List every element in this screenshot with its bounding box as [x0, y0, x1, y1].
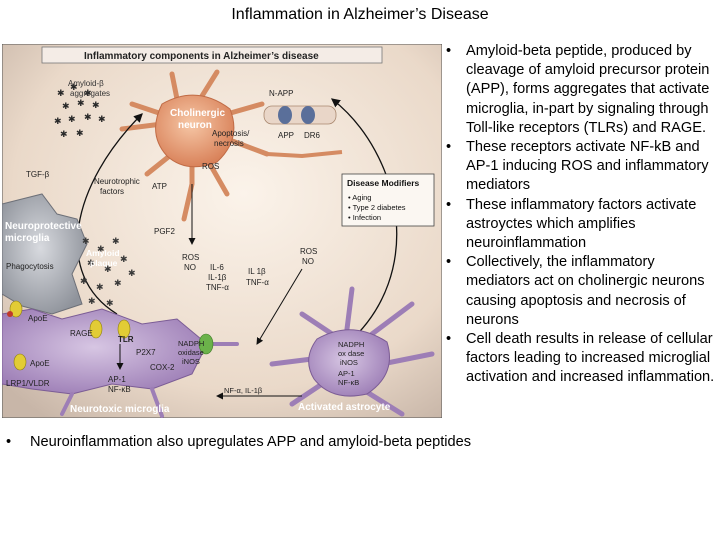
tgf-label: TGF-β: [26, 170, 50, 179]
neuroprotective-label-1: Neuroprotective: [5, 221, 82, 232]
bottom-bullet: Neuroinflammation also upregulates APP a…: [6, 433, 720, 452]
inflammation-diagram: Inflammatory components in Alzheimer’s d…: [2, 44, 442, 418]
svg-text:✱: ✱: [87, 258, 95, 268]
svg-text:✱: ✱: [97, 244, 105, 254]
ap1-left-2: NF-κB: [108, 385, 131, 394]
svg-text:✱: ✱: [57, 88, 65, 98]
activated-astrocyte-label: Activated astrocyte: [298, 402, 391, 413]
ros-no-left-1: ROS: [182, 253, 199, 262]
app-dr6-receptors: [263, 105, 337, 125]
ros-arrow: [256, 268, 303, 345]
inos-right: iNOS: [340, 358, 358, 367]
dr6-label: DR6: [304, 131, 321, 140]
figure-header-bar: [41, 46, 383, 64]
amyloid-aggregates: ✱✱✱ ✱✱✱ ✱✱✱ ✱✱✱: [54, 82, 106, 139]
svg-text:✱: ✱: [120, 254, 128, 264]
atp-label: ATP: [152, 182, 167, 191]
apoptosis-label-2: necrosis: [214, 139, 244, 148]
svg-text:✱: ✱: [114, 278, 122, 288]
apoe1-label: ApoE: [28, 314, 48, 323]
tlr-label: TLR: [118, 335, 134, 344]
bullet-item: These receptors activate NF-kB and AP-1 …: [446, 138, 718, 196]
cox2-label: COX-2: [150, 363, 175, 372]
svg-text:✱: ✱: [70, 82, 78, 92]
amyloid-plaque-label-1: Amyloid: [86, 248, 120, 258]
nadph-left-2: oxidase: [178, 348, 204, 357]
svg-text:✱: ✱: [77, 98, 85, 108]
svg-text:✱: ✱: [80, 276, 88, 286]
amyloid-aggregates-label-1: Amyloid-β: [68, 79, 104, 88]
tnf-mid: TNF-α: [246, 278, 269, 287]
svg-text:✱: ✱: [92, 100, 100, 110]
svg-text:✱: ✱: [82, 236, 90, 246]
amyloid-aggregates-label-2: aggregates: [70, 89, 110, 98]
svg-text:✱: ✱: [98, 114, 106, 124]
neuroprotective-label-2: microglia: [5, 233, 50, 244]
svg-text:✱: ✱: [112, 236, 120, 246]
svg-text:✱: ✱: [84, 112, 92, 122]
svg-text:✱: ✱: [60, 129, 68, 139]
disease-modifier-item: • Aging: [348, 193, 371, 202]
ros-no-right-2: NO: [302, 257, 314, 266]
ros-no-right-1: ROS: [300, 247, 317, 256]
receptors-left: [7, 300, 350, 371]
amyloid-plaque-label-2: plaque: [90, 258, 118, 268]
bullet-item: Amyloid-beta peptide, produced by cleava…: [446, 42, 718, 138]
bullet-item: Collectively, the inflammatory mediators…: [446, 253, 718, 330]
svg-text:✱: ✱: [54, 116, 62, 126]
cholinergic-label-1: Cholinergic: [170, 108, 225, 119]
app-label: APP: [278, 131, 294, 140]
neurotrophic-label-2: factors: [100, 187, 124, 196]
inos-left: iNOS: [182, 357, 200, 366]
ap1-right-2: NF-κB: [338, 378, 359, 387]
il1-mid: IL 1β: [248, 267, 266, 276]
p2x7-label: P2X7: [136, 348, 156, 357]
phagocytosis-label: Phagocytosis: [6, 262, 54, 271]
ros-neuron-label: ROS: [202, 162, 219, 171]
neurotrophic-label-1: Neurotrophic: [94, 177, 140, 186]
tnf-left: TNF-α: [206, 283, 229, 292]
ap1-right-1: AP-1: [338, 369, 355, 378]
svg-text:✱: ✱: [76, 128, 84, 138]
bullet-list: Amyloid-beta peptide, produced by cleava…: [446, 42, 718, 388]
bullet-item: Cell death results in release of cellula…: [446, 330, 718, 388]
nadph-right-2: ox dase: [338, 349, 364, 358]
apoe2-label: ApoE: [30, 359, 50, 368]
napp-label: N-APP: [269, 89, 293, 98]
amyloid-plaque: ✱✱✱ ✱✱✱ ✱✱✱ ✱✱✱: [80, 236, 136, 308]
svg-text:✱: ✱: [84, 88, 92, 98]
disease-modifiers-title: Disease Modifiers: [347, 178, 420, 188]
rage-label: RAGE: [70, 329, 93, 338]
disease-modifier-item: • Type 2 diabetes: [348, 203, 406, 212]
lrp1-label: LRP1/VLDR: [6, 379, 50, 388]
bullet-item: These inflammatory factors activate astr…: [446, 196, 718, 254]
apoptosis-label-1: Apoptosis/: [212, 129, 250, 138]
slide-title: Inflammation in Alzheimer’s Disease: [231, 6, 489, 23]
svg-text:✱: ✱: [128, 268, 136, 278]
disease-modifiers-box: [341, 173, 435, 227]
il6-left: IL-6: [210, 263, 224, 272]
nadph-left-1: NADPH: [178, 339, 204, 348]
nadph-right-1: NADPH: [338, 340, 364, 349]
svg-text:✱: ✱: [96, 282, 104, 292]
svg-text:✱: ✱: [88, 296, 96, 306]
ros-no-left-2: NO: [184, 263, 196, 272]
nf-bottom-label: NF-α, IL-1β: [224, 386, 263, 395]
svg-text:✱: ✱: [68, 114, 76, 124]
svg-text:✱: ✱: [106, 298, 114, 308]
figure-header: Inflammatory components in Alzheimer’s d…: [84, 51, 319, 62]
activated-astrocyte: [269, 286, 435, 417]
svg-text:✱: ✱: [62, 101, 70, 111]
svg-text:✱: ✱: [104, 264, 112, 274]
disease-modifier-item: • Infection: [348, 213, 381, 222]
cholinergic-neuron: [119, 69, 343, 222]
cholinergic-label-2: neuron: [178, 120, 212, 131]
pgf2-label: PGF2: [154, 227, 175, 236]
neurotoxic-label: Neurotoxic microglia: [70, 404, 170, 415]
il1-left: IL-1β: [208, 273, 227, 282]
ap1-left-1: AP-1: [108, 375, 126, 384]
